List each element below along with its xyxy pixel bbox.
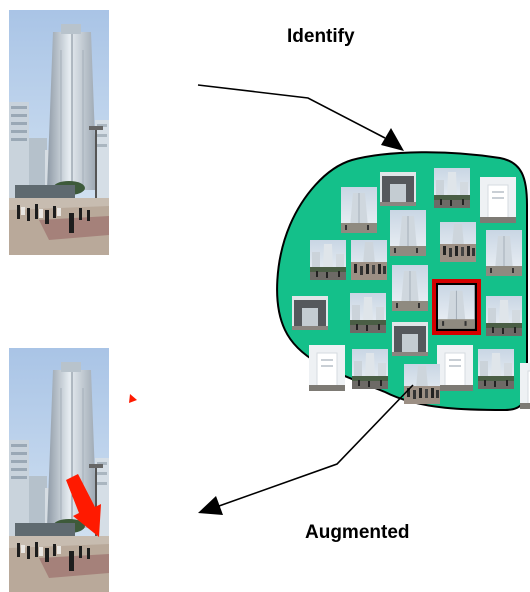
thumbnail-white: [479, 176, 517, 224]
thumbnail-tower: [485, 229, 523, 277]
thumbnail-street: [478, 349, 514, 389]
augment-arrow: [198, 384, 414, 515]
identify-label: Identify: [287, 26, 355, 47]
thumbnail-white: [308, 344, 346, 392]
thumbnail-street: [350, 293, 386, 333]
thumbnail-white: [519, 362, 530, 410]
augmentation-pointer-arrow: [66, 474, 101, 537]
thumbnail-crowd: [351, 240, 387, 280]
thumbnail-arch: [392, 322, 428, 356]
query-photo: [8, 9, 110, 256]
thumbnail-tower: [389, 209, 427, 257]
thumbnail-crowd: [404, 364, 440, 404]
thumbnail-arch: [292, 296, 328, 330]
thumbnail-street: [352, 349, 388, 389]
tower-thumbnail-match: [432, 279, 481, 335]
thumbnail-tower: [340, 186, 378, 234]
thumbnail-arch: [380, 172, 416, 206]
thumbnail-street: [434, 168, 470, 208]
augmented-label: Augmented: [305, 522, 410, 543]
identify-arrow: [197, 84, 404, 151]
thumbnail-crowd: [440, 222, 476, 262]
augmented-photo: [8, 347, 110, 592]
thumbnail-tower: [391, 264, 429, 312]
thumbnail-white: [436, 344, 474, 392]
thumbnail-street: [486, 296, 522, 336]
thumbnail-street: [310, 240, 346, 280]
augmentation-marker: [129, 394, 137, 403]
